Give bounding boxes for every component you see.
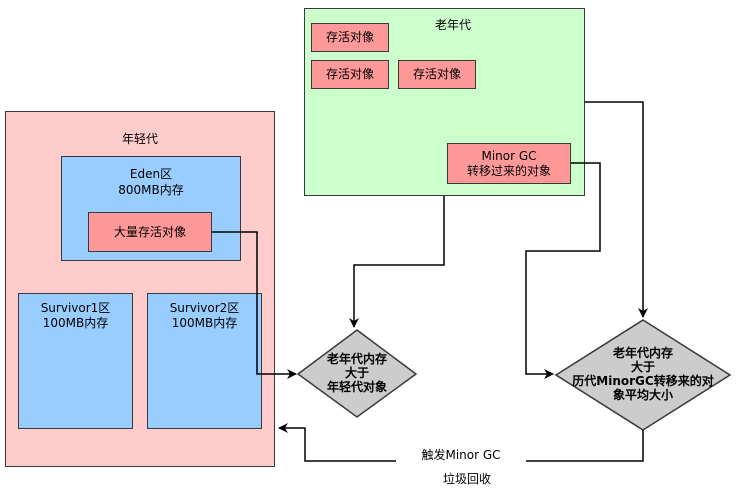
old-live-object-2: 存活对像 — [311, 60, 389, 89]
promoted-objects: Minor GC 转移过来的对象 — [447, 143, 571, 184]
decision1-text: 老年代内存 大于 年轻代对象 — [310, 352, 404, 394]
eden-live-objects-label: 大量存活对像 — [113, 224, 186, 239]
survivor1-region: Survivor1区 100MB内存 — [18, 293, 133, 429]
garbage-collection-label: 垃圾回收 — [442, 472, 491, 486]
trigger-minor-gc-label: 触发Minor GC — [396, 448, 526, 463]
survivor1-name: Survivor1区 — [40, 301, 111, 315]
decision2-line3: 历代MinorGC转移来的对 — [572, 374, 714, 388]
edge-old-to-decision2 — [585, 101, 648, 318]
decision-diamond-1 — [296, 329, 418, 418]
decision1-line2: 大于 — [344, 366, 369, 380]
promoted-objects-line2: 转移过来的对象 — [466, 163, 551, 178]
old-live-object-3: 存活对像 — [398, 60, 476, 89]
old-generation-title: 老年代 — [434, 18, 471, 32]
decision2-line4: 象平均大小 — [612, 388, 673, 402]
old-live-object-3-label: 存活对像 — [412, 67, 461, 81]
survivor2-region: Survivor2区 100MB内存 — [147, 293, 262, 429]
old-live-object-1-label: 存活对像 — [325, 30, 374, 44]
edge-decision2-to-young — [278, 423, 644, 462]
decision1-line1: 老年代内存 — [326, 352, 387, 366]
edge-promoted-to-decision2 — [525, 162, 601, 379]
survivor2-size: 100MB内存 — [171, 316, 238, 330]
edge-old-to-decision1 — [349, 196, 445, 328]
eden-live-objects: 大量存活对像 — [88, 212, 212, 252]
decision2-line2: 大于 — [630, 360, 655, 374]
old-live-object-1: 存活对像 — [311, 23, 389, 52]
young-generation-title: 年轻代 — [121, 132, 158, 146]
eden-name: Eden区 — [129, 167, 173, 181]
promoted-objects-line1: Minor GC — [481, 148, 537, 163]
old-live-object-2-label: 存活对像 — [325, 67, 374, 81]
edge-eden-to-decision1 — [212, 231, 297, 379]
decision2-line1: 老年代内存 — [612, 346, 673, 360]
survivor2-name: Survivor2区 — [169, 301, 240, 315]
survivor1-size: 100MB内存 — [42, 316, 109, 330]
decision2-text: 老年代内存 大于 历代MinorGC转移来的对 象平均大小 — [556, 346, 730, 402]
decision1-line3: 年轻代对象 — [326, 380, 387, 394]
eden-size: 800MB内存 — [118, 183, 184, 197]
